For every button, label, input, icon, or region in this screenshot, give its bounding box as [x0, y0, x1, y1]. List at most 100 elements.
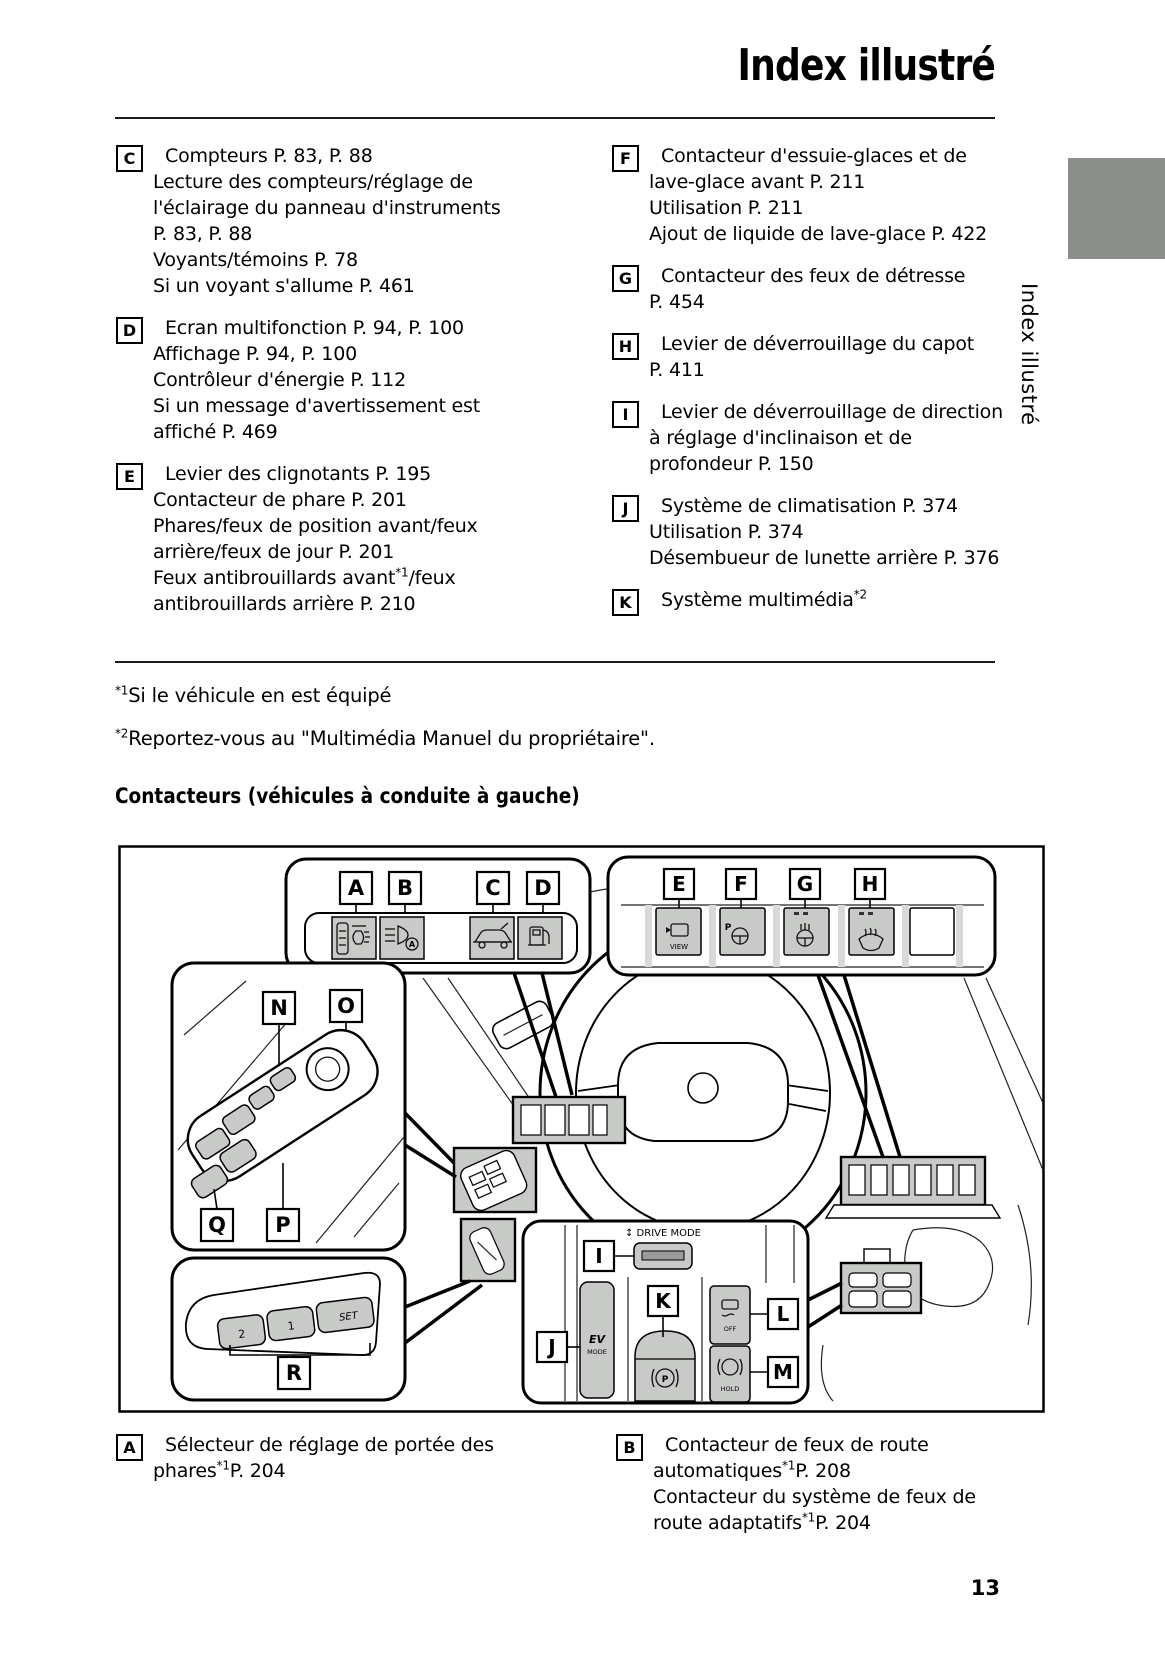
label-R: R: [276, 1355, 312, 1391]
front-window-switches: [190, 1138, 257, 1199]
callout-tails: [403, 972, 902, 1345]
camera-view-icon: VIEW: [666, 923, 689, 951]
item-letter-box: D: [116, 317, 143, 344]
heated-steering-icon: [796, 923, 814, 947]
item-letter-box: I: [612, 401, 639, 428]
label-L: L: [766, 1297, 800, 1331]
svg-text:A: A: [409, 940, 416, 949]
divider-middle: [115, 661, 995, 663]
svg-text:H: H: [862, 872, 879, 896]
svg-text:R: R: [286, 1361, 302, 1385]
svg-text:Q: Q: [208, 1213, 226, 1237]
svg-text:VIEW: VIEW: [670, 943, 688, 951]
footnote-2: *2Reportez-vous au "Multimédia Manuel du…: [115, 726, 655, 750]
drive-mode-label: ↕ DRIVE MODE: [625, 1228, 701, 1239]
label-O: O: [328, 988, 364, 1024]
traction-off-switch: [709, 1285, 751, 1345]
label-D: D: [525, 870, 561, 906]
section-heading: Contacteurs (véhicules à conduite à gauc…: [115, 784, 580, 808]
label-J: J: [535, 1330, 569, 1364]
svg-text:OFF: OFF: [724, 1325, 737, 1333]
item-letter-box: J: [612, 495, 639, 522]
svg-text:C: C: [485, 876, 500, 900]
power-back-door-icon: [473, 922, 513, 949]
svg-text:HOLD: HOLD: [721, 1385, 740, 1393]
svg-text:1: 1: [287, 1319, 296, 1333]
diagram-letter-labels: A B C D E F G H N O Q P R I J K L M: [199, 867, 887, 1391]
item-letter-box: H: [612, 333, 639, 360]
driver-side-switch-bank: [511, 1095, 627, 1145]
label-B: B: [387, 870, 423, 906]
svg-text:F: F: [734, 872, 748, 896]
parking-assist-icon: P: [725, 923, 749, 945]
svg-text:M: M: [773, 1360, 793, 1384]
air-vent: [491, 1000, 555, 1050]
footnotes: *1Si le véhicule en est équipé *2Reportez…: [115, 684, 655, 770]
windshield-defroster-icon: [858, 927, 884, 952]
svg-text:P: P: [725, 923, 732, 933]
label-I: I: [582, 1239, 616, 1273]
svg-text:P: P: [662, 1375, 669, 1385]
callout-seat-memory: 2 1 SET: [170, 1256, 407, 1402]
chapter-tab: [1068, 158, 1165, 259]
svg-text:L: L: [777, 1302, 790, 1326]
svg-text:EV: EV: [589, 1333, 607, 1346]
brake-hold-switch: [709, 1345, 751, 1403]
item-letter-box: E: [116, 463, 143, 490]
svg-text:G: G: [797, 872, 813, 896]
svg-text:I: I: [595, 1244, 602, 1268]
chapter-tab-label: Index illustré: [1017, 283, 1041, 426]
lower-trim-block: [459, 1217, 517, 1283]
svg-text:O: O: [337, 994, 355, 1018]
svg-text:2: 2: [238, 1327, 247, 1341]
dash-switch-panel: [824, 1155, 1002, 1219]
diagram-wrap: A: [118, 845, 1045, 1413]
svg-text:J: J: [546, 1335, 555, 1359]
item-letter-box: K: [612, 589, 639, 616]
page-title: Index illustré: [737, 40, 995, 91]
console-side-panel: [839, 1248, 923, 1315]
label-P: P: [265, 1207, 301, 1243]
label-C: C: [475, 870, 511, 906]
footnote-1: *1Si le véhicule en est équipé: [115, 683, 392, 707]
svg-text:N: N: [270, 996, 288, 1020]
steering-wheel: [538, 918, 868, 1274]
svg-text:P: P: [275, 1213, 290, 1237]
label-K: K: [646, 1284, 680, 1318]
label-Q: Q: [199, 1207, 235, 1243]
divider-top: [115, 117, 995, 119]
label-A: A: [338, 870, 374, 906]
svg-text:B: B: [397, 876, 413, 900]
power-window-switch-block: [452, 1146, 538, 1214]
item-letter-box: F: [612, 145, 639, 172]
fuel-door-icon: [528, 926, 550, 946]
ev-mode-button: [579, 1281, 615, 1399]
label-G: G: [788, 867, 822, 901]
contacteurs-diagram: A: [118, 845, 1045, 1413]
page-number: 13: [970, 1576, 1000, 1600]
door-armrest-panel: [186, 1028, 379, 1182]
auto-high-beam-icon: A: [385, 925, 419, 951]
svg-text:K: K: [655, 1289, 672, 1313]
svg-text:A: A: [348, 876, 365, 900]
